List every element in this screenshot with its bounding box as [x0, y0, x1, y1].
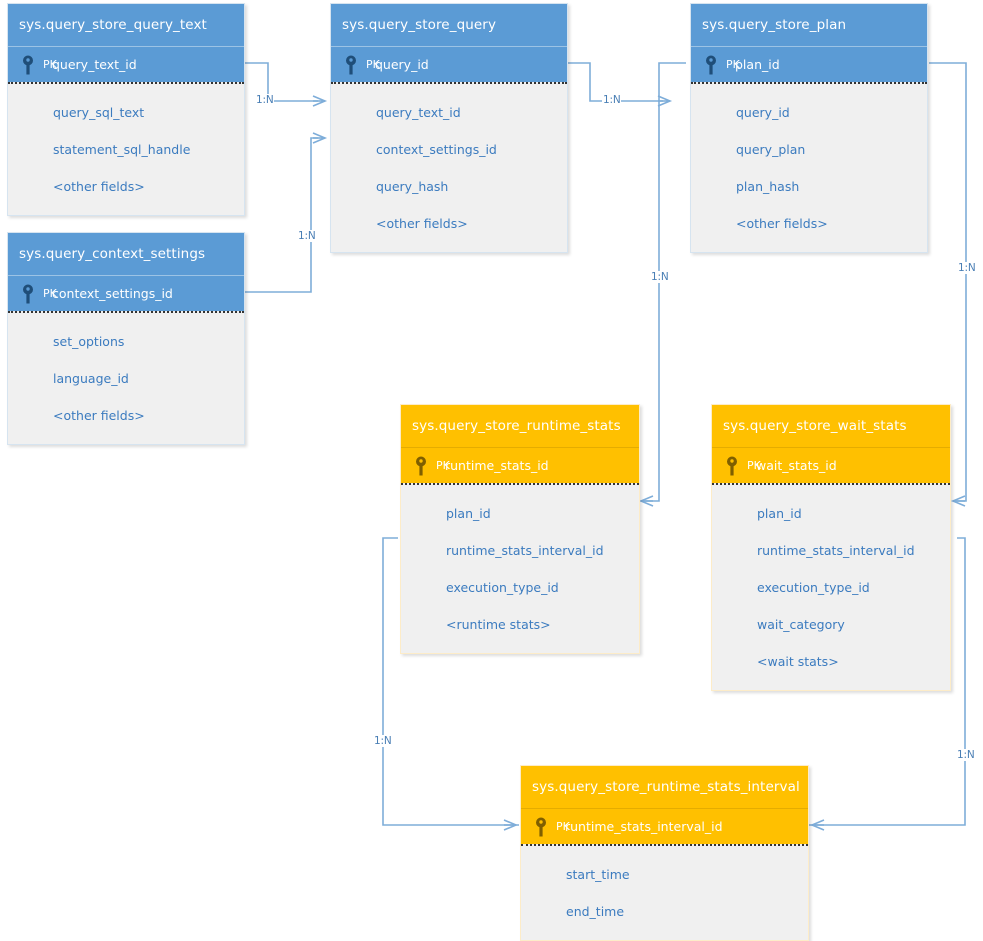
- field-row: query_plan: [736, 142, 806, 157]
- key-icon: [725, 456, 739, 476]
- field-row: <other fields>: [53, 179, 145, 194]
- field-row: start_time: [566, 867, 630, 882]
- entity-title: sys.query_store_runtime_stats: [401, 405, 639, 448]
- pk-badge: PK: [43, 287, 57, 300]
- field-row: <wait stats>: [757, 654, 839, 669]
- pk-field-name: context_settings_id: [52, 286, 173, 301]
- entity-field-list: query_sql_text statement_sql_handle <oth…: [8, 82, 244, 215]
- field-row: runtime_stats_interval_id: [757, 543, 915, 558]
- entity-pk-row[interactable]: PK context_settings_id: [8, 276, 244, 311]
- entity-query-store-wait-stats[interactable]: sys.query_store_wait_stats PK wait_stats…: [711, 404, 951, 691]
- entity-field-list: set_options language_id <other fields>: [8, 311, 244, 444]
- cardinality-label-r4: 1:N: [650, 271, 670, 283]
- pk-field-name: runtime_stats_id: [445, 458, 549, 473]
- crowfoot-r6: [503, 819, 517, 831]
- field-row: <other fields>: [376, 216, 468, 231]
- cardinality-label-r3: 1:N: [602, 94, 622, 106]
- pk-field-name: plan_id: [735, 57, 780, 72]
- field-row: query_id: [736, 105, 790, 120]
- cardinality-label-r7: 1:N: [956, 749, 976, 761]
- field-row: end_time: [566, 904, 625, 919]
- entity-query-store-runtime-stats[interactable]: sys.query_store_runtime_stats PK runtime…: [400, 404, 640, 654]
- entity-title: sys.query_store_plan: [691, 4, 927, 47]
- field-row: context_settings_id: [376, 142, 497, 157]
- key-icon: [414, 456, 428, 476]
- field-row: execution_type_id: [757, 580, 870, 595]
- field-row: plan_hash: [736, 179, 800, 194]
- crowfoot-r4: [640, 495, 654, 507]
- entity-field-list: plan_id runtime_stats_interval_id execut…: [712, 483, 950, 690]
- cardinality-label-r1: 1:N: [255, 94, 275, 106]
- cardinality-label-r6: 1:N: [373, 735, 393, 747]
- entity-pk-row[interactable]: PK wait_stats_id: [712, 448, 950, 483]
- field-row: set_options: [53, 334, 125, 349]
- entity-pk-row[interactable]: PK plan_id: [691, 47, 927, 82]
- entity-pk-row[interactable]: PK runtime_stats_interval_id: [521, 809, 808, 844]
- pk-field-name: runtime_stats_interval_id: [565, 819, 723, 834]
- entity-title: sys.query_store_wait_stats: [712, 405, 950, 448]
- entity-field-list: plan_id runtime_stats_interval_id execut…: [401, 483, 639, 653]
- pk-badge: PK: [436, 459, 450, 472]
- field-row: <other fields>: [53, 408, 145, 423]
- pk-badge: PK: [43, 58, 57, 71]
- pk-badge: PK: [726, 58, 740, 71]
- entity-query-context-settings[interactable]: sys.query_context_settings PK context_se…: [7, 232, 245, 445]
- pk-field-name: query_text_id: [52, 57, 137, 72]
- pk-field-name: query_id: [375, 57, 429, 72]
- key-icon: [344, 55, 358, 75]
- connector-r2: [245, 137, 318, 293]
- entity-title: sys.query_store_query_text: [8, 4, 244, 47]
- field-row: <other fields>: [736, 216, 828, 231]
- pk-badge: PK: [366, 58, 380, 71]
- field-row: runtime_stats_interval_id: [446, 543, 604, 558]
- field-row: language_id: [53, 371, 129, 386]
- entity-title: sys.query_context_settings: [8, 233, 244, 276]
- field-row: execution_type_id: [446, 580, 559, 595]
- entity-field-list: query_text_id context_settings_id query_…: [331, 82, 567, 252]
- key-icon: [21, 55, 35, 75]
- entity-pk-row[interactable]: PK query_text_id: [8, 47, 244, 82]
- entity-field-list: query_id query_plan plan_hash <other fie…: [691, 82, 927, 252]
- crowfoot-r7: [811, 819, 825, 831]
- field-row: statement_sql_handle: [53, 142, 191, 157]
- entity-title: sys.query_store_runtime_stats_interval: [521, 766, 808, 809]
- pk-badge: PK: [747, 459, 761, 472]
- key-icon: [21, 284, 35, 304]
- field-row: <runtime stats>: [446, 617, 551, 632]
- cardinality-label-r5: 1:N: [957, 262, 977, 274]
- entity-query-store-runtime-stats-interval[interactable]: sys.query_store_runtime_stats_interval P…: [520, 765, 809, 941]
- crowfoot-r3: [657, 95, 671, 107]
- crowfoot-r5: [952, 495, 966, 507]
- pk-badge: PK: [556, 820, 570, 833]
- field-row: query_sql_text: [53, 105, 145, 120]
- cardinality-label-r2: 1:N: [297, 230, 317, 242]
- entity-field-list: start_time end_time: [521, 844, 808, 940]
- entity-query-store-query-text[interactable]: sys.query_store_query_text PK query_text…: [7, 3, 245, 216]
- field-row: wait_category: [757, 617, 845, 632]
- crowfoot-r2: [312, 132, 326, 144]
- key-icon: [534, 817, 548, 837]
- field-row: query_text_id: [376, 105, 461, 120]
- entity-query-store-plan[interactable]: sys.query_store_plan PK plan_id query_id…: [690, 3, 928, 253]
- field-row: plan_id: [757, 506, 802, 521]
- entity-title: sys.query_store_query: [331, 4, 567, 47]
- pk-field-name: wait_stats_id: [756, 458, 837, 473]
- key-icon: [704, 55, 718, 75]
- crowfoot-r1: [312, 95, 326, 107]
- entity-pk-row[interactable]: PK runtime_stats_id: [401, 448, 639, 483]
- entity-pk-row[interactable]: PK query_id: [331, 47, 567, 82]
- field-row: query_hash: [376, 179, 449, 194]
- field-row: plan_id: [446, 506, 491, 521]
- entity-query-store-query[interactable]: sys.query_store_query PK query_id query_…: [330, 3, 568, 253]
